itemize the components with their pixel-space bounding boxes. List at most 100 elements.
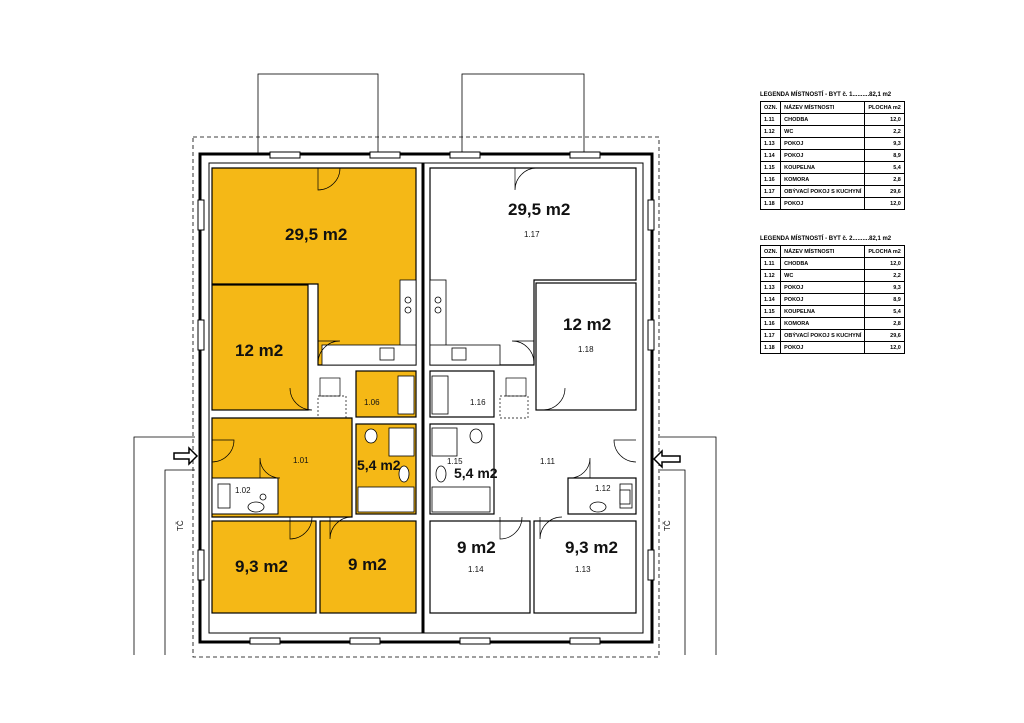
fence-right [660, 436, 717, 655]
cell-area: 9,3 [864, 281, 905, 294]
room-12-left [211, 284, 309, 411]
cell-area: 29,6 [864, 329, 905, 342]
cell-area: 2,8 [864, 173, 905, 186]
left-hall-code: 1.01 [293, 456, 309, 465]
cell-name: CHODBA [780, 113, 866, 126]
bath-fixtures-right [431, 375, 491, 513]
right-living-area: 29,5 m2 [508, 200, 570, 219]
cell-name: POKOJ [780, 137, 866, 150]
cell-code: 1.17 [759, 329, 782, 342]
cell-code: 1.11 [759, 257, 782, 270]
cell-area: 12,0 [864, 113, 905, 126]
room-storage-right [429, 370, 495, 418]
legend-1-header: OZN. NÁZEV MÍSTNOSTI PLOCHA m2 [759, 101, 905, 114]
right-hall-code: 1.11 [540, 457, 556, 466]
cell-area: 2,2 [864, 269, 905, 282]
side-tag-right: TČ [663, 520, 672, 531]
right-living-code: 1.17 [524, 230, 540, 239]
legend-unit-1: LEGENDA MÍSTNOSTÍ - BYT č. 1..........82… [759, 92, 905, 210]
cell-code: 1.12 [759, 269, 782, 282]
left-room93-area: 9,3 m2 [235, 557, 288, 576]
room-wc-right [567, 477, 637, 515]
room-9-right [429, 520, 531, 614]
side-tag-left: TČ [176, 520, 185, 531]
left-room9-area: 9 m2 [348, 555, 387, 574]
cell-code: 1.16 [759, 173, 782, 186]
cell-area: 12,0 [864, 197, 905, 210]
cell-area: 2,8 [864, 317, 905, 330]
cell-name: KOUPELNA [780, 161, 866, 174]
cell-name: POKOJ [780, 341, 866, 354]
legend-1-header-area: PLOCHA m2 [864, 101, 905, 114]
cell-area: 12,0 [864, 257, 905, 270]
right-room12-area: 12 m2 [563, 315, 611, 334]
cell-code: 1.13 [759, 281, 782, 294]
legend-2-header-name: NÁZEV MÍSTNOSTI [780, 245, 866, 258]
cell-area: 5,4 [864, 161, 905, 174]
right-storage-code: 1.16 [470, 398, 486, 407]
legend-unit-2: LEGENDA MÍSTNOSTÍ - BYT č. 2..........82… [759, 236, 905, 354]
left-room12-area: 12 m2 [235, 341, 283, 360]
cell-code: 1.14 [759, 293, 782, 306]
entry-arrow-right-icon [652, 449, 681, 469]
cell-code: 1.15 [759, 161, 782, 174]
cell-code: 1.14 [759, 149, 782, 162]
cell-code: 1.13 [759, 137, 782, 150]
cell-area: 8,9 [864, 149, 905, 162]
legend-1-title: LEGENDA MÍSTNOSTÍ - BYT č. 1..........82… [760, 92, 892, 98]
legend-2-title: LEGENDA MÍSTNOSTÍ - BYT č. 2..........82… [760, 236, 892, 242]
outer-wall [198, 152, 654, 644]
cell-name: KOMORA [780, 173, 866, 186]
terrace-right [461, 73, 585, 155]
cell-code: 1.11 [759, 113, 782, 126]
cell-code: 1.18 [759, 341, 782, 354]
left-storage-code: 1.06 [364, 398, 380, 407]
entry-arrow-left-icon [173, 446, 199, 466]
doors [211, 167, 637, 540]
right-room9-area: 9 m2 [457, 538, 496, 557]
right-room93-code: 1.13 [575, 565, 591, 574]
room-living-left [211, 167, 417, 366]
cell-name: OBÝVACÍ POKOJ S KUCHYNÍ [780, 185, 866, 198]
cell-name: CHODBA [780, 257, 866, 270]
cell-name: OBÝVACÍ POKOJ S KUCHYNÍ [780, 329, 866, 342]
legend-2-header: OZN. NÁZEV MÍSTNOSTI PLOCHA m2 [759, 245, 905, 258]
terrace-left [257, 73, 379, 155]
cell-name: WC [780, 125, 866, 138]
cell-name: POKOJ [780, 281, 866, 294]
fence-left [133, 436, 195, 655]
cell-name: POKOJ [780, 197, 866, 210]
legend-2-header-code: OZN. [759, 245, 782, 258]
cell-code: 1.12 [759, 125, 782, 138]
room-living-right [429, 167, 637, 366]
cell-area: 9,3 [864, 137, 905, 150]
left-living-area: 29,5 m2 [285, 225, 347, 244]
right-bath-area: 5,4 m2 [454, 465, 498, 481]
right-room9-code: 1.14 [468, 565, 484, 574]
wc-fixtures [217, 483, 633, 513]
cell-area: 2,2 [864, 125, 905, 138]
room-93-left [211, 520, 317, 614]
left-bath-area: 5,4 m2 [357, 457, 401, 473]
room-93-right [533, 520, 637, 614]
room-9-left [319, 520, 417, 614]
cell-code: 1.18 [759, 197, 782, 210]
cell-code: 1.15 [759, 305, 782, 318]
cell-name: KOMORA [780, 317, 866, 330]
bath-fixtures-left [357, 375, 415, 513]
